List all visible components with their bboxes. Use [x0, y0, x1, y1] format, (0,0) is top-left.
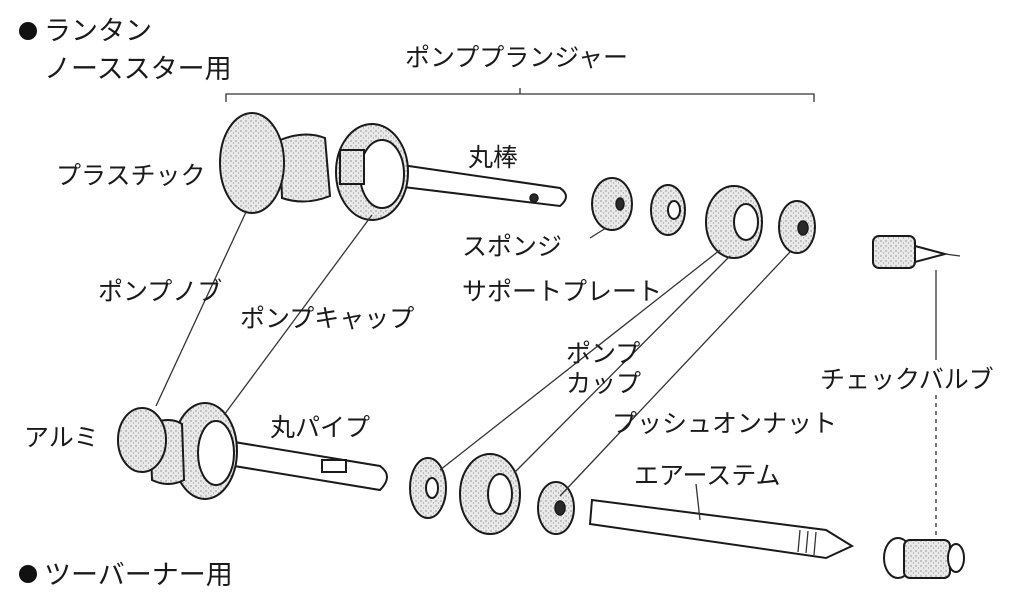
- lower-pump-cup-part: [459, 453, 521, 535]
- lower-pipe: [221, 438, 388, 492]
- label-pump-knob: ポンプノブ: [98, 277, 222, 306]
- heading-lantern-line2: ノーススター用: [44, 54, 232, 85]
- upper-neck: [278, 133, 332, 203]
- upper-pump-cap-inner: [359, 139, 405, 209]
- rod-pin: [529, 193, 539, 203]
- support-plate-part: [650, 184, 686, 236]
- label-sponge: スポンジ: [462, 232, 562, 261]
- upper-pump-knob: [219, 112, 285, 214]
- upper-push-on-nut-part: [778, 200, 816, 254]
- upper-rod: [394, 162, 567, 208]
- label-aluminum: アルミ: [24, 423, 99, 452]
- pipe-slot: [321, 459, 347, 473]
- lower-pump-cap-inner: [197, 420, 235, 486]
- upper-pump-cup-part: [705, 185, 763, 259]
- label-plastic: プラスチック: [56, 161, 206, 190]
- lower-plunger-assembly: [117, 402, 388, 500]
- air-stem-part: [588, 498, 855, 560]
- label-support-plate: サポートプレート: [462, 277, 662, 306]
- lower-pump-knob: [117, 407, 167, 473]
- label-push-on-nut: プッシュオンナット: [612, 409, 837, 438]
- label-round-rod: 丸棒: [468, 143, 518, 172]
- label-pump-cap: ポンプキャップ: [240, 304, 414, 333]
- label-round-pipe: 丸パイプ: [270, 413, 370, 442]
- label-pump-cup-line1: ポンプ: [566, 339, 640, 368]
- lower-support-plate-part: [409, 457, 447, 519]
- upper-plunger-assembly: [219, 112, 567, 221]
- bracket-label: ポンププランジャー: [405, 43, 628, 72]
- label-check-valve: チェックバルブ: [820, 365, 994, 394]
- bullet-icon: [19, 22, 37, 40]
- plunger-bracket: [225, 93, 815, 102]
- label-air-stem: エアーステム: [634, 461, 781, 490]
- lower-push-on-nut-part: [537, 481, 575, 535]
- label-pump-cup-line2: カップ: [566, 369, 641, 398]
- bullet-icon: [19, 565, 37, 583]
- heading-twoburner: ツーバーナー用: [44, 560, 233, 591]
- leader-lines: [155, 211, 937, 538]
- cap-clip: [339, 149, 365, 185]
- upper-check-valve: [872, 235, 961, 269]
- lower-check-valve: [883, 537, 965, 579]
- heading-lantern-line1: ランタン: [44, 16, 152, 47]
- sponge-part: [591, 177, 633, 231]
